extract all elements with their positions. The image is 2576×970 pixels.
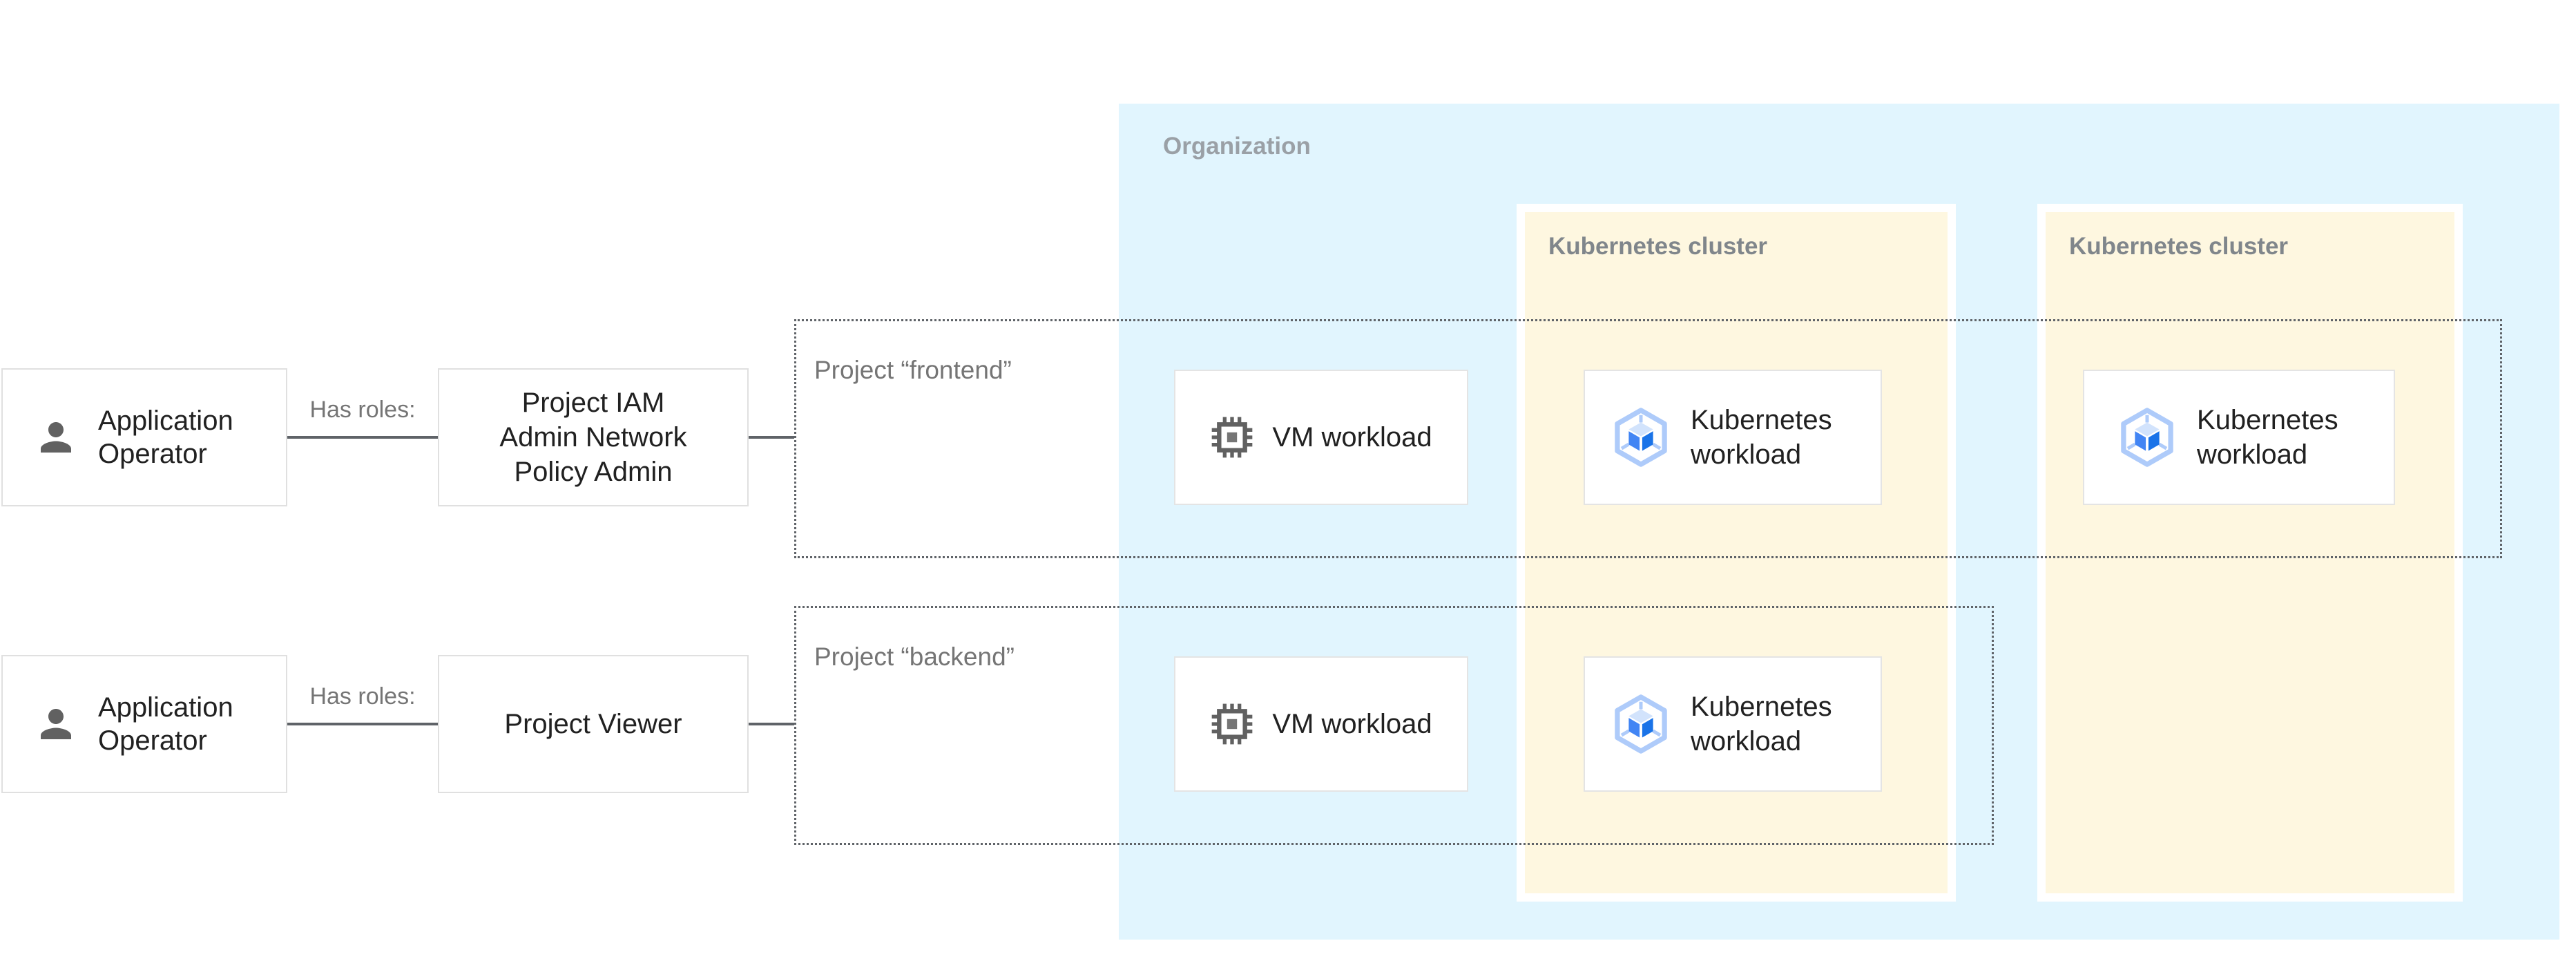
project-frontend-boundary: Project “frontend” — [794, 319, 2502, 558]
vm-workload-node-frontend: VM workload — [1174, 370, 1468, 505]
kubernetes-cluster-1-label: Kubernetes cluster — [1548, 233, 1768, 260]
application-operator-label: Application Operator — [98, 691, 233, 757]
application-operator-node-frontend: Application Operator — [1, 368, 287, 506]
application-operator-node-backend: Application Operator — [1, 655, 287, 793]
person-icon — [41, 709, 71, 739]
has-roles-label-frontend: Has roles: — [309, 397, 416, 423]
role-node-project-viewer: Project Viewer — [438, 655, 749, 793]
connector-role-to-project-backend — [749, 723, 794, 725]
chip-icon — [1212, 417, 1253, 458]
role-label-frontend: Project IAM Admin Network Policy Admin — [499, 386, 686, 489]
vm-workload-label: VM workload — [1272, 421, 1432, 453]
role-node-project-iam-admin: Project IAM Admin Network Policy Admin — [438, 368, 749, 506]
kubernetes-workload-node-frontend-cluster2: Kubernetes workload — [2083, 370, 2395, 505]
vm-workload-node-backend: VM workload — [1174, 656, 1468, 792]
gke-hexagon-cube-icon — [2121, 408, 2173, 467]
gke-hexagon-cube-icon — [1615, 408, 1667, 467]
connector-actor-to-role-backend — [287, 723, 438, 725]
role-label-line2: Admin Network — [499, 422, 687, 453]
project-frontend-label: Project “frontend” — [814, 356, 1012, 384]
chip-icon — [1212, 703, 1253, 745]
role-label-line3: Policy Admin — [514, 457, 673, 487]
person-icon — [41, 422, 71, 453]
actor-label-line1: Application — [98, 406, 233, 436]
role-label-backend: Project Viewer — [504, 707, 682, 741]
gke-hexagon-cube-icon — [1615, 694, 1667, 754]
actor-label-line2: Operator — [98, 439, 207, 469]
role-label-line1: Project Viewer — [504, 709, 682, 739]
connector-role-to-project-frontend — [749, 436, 794, 439]
kubernetes-workload-node-frontend-cluster1: Kubernetes workload — [1584, 370, 1882, 505]
kubernetes-workload-node-backend-cluster1: Kubernetes workload — [1584, 656, 1882, 792]
connector-actor-to-role-frontend — [287, 436, 438, 439]
vm-workload-label: VM workload — [1272, 708, 1432, 739]
kubernetes-workload-label: Kubernetes workload — [1691, 405, 1832, 470]
actor-label-line2: Operator — [98, 725, 207, 756]
has-roles-label-backend: Has roles: — [309, 683, 416, 710]
project-backend-boundary: Project “backend” — [794, 606, 1994, 845]
kubernetes-cluster-2-label: Kubernetes cluster — [2069, 233, 2289, 260]
kubernetes-workload-label: Kubernetes workload — [1691, 692, 1832, 757]
role-label-line1: Project IAM — [521, 388, 665, 418]
actor-label-line1: Application — [98, 692, 233, 723]
project-backend-label: Project “backend” — [814, 643, 1015, 671]
organization-label: Organization — [1163, 133, 1311, 160]
application-operator-label: Application Operator — [98, 404, 233, 470]
kubernetes-workload-label: Kubernetes workload — [2197, 405, 2338, 470]
